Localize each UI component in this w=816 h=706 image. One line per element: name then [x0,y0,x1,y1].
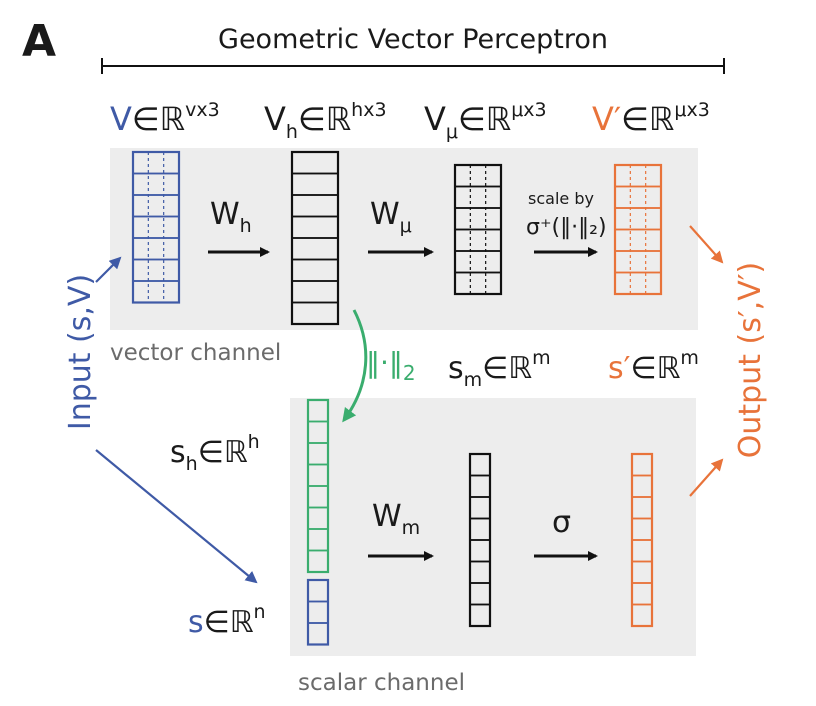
sigma-label: σ [552,505,571,540]
scalar-channel-label: scalar channel [298,670,465,696]
sprime-dim-label: s′∈ℝm [608,347,699,386]
output-label: Output (s′,V′) [733,262,768,458]
sh-column-outline [306,398,330,574]
vector-channel-panel [110,148,698,330]
input-to-scalar-arrow [95,449,258,584]
vh-matrix-outline [290,150,340,326]
v-dim-label: V∈ℝvx3 [110,99,220,138]
scalar-s-column [306,578,330,646]
scalar-channel-panel [290,398,696,656]
vector-vmu-matrix [453,163,503,296]
wmu-label: Wμ [370,197,412,237]
sm-column-outline [468,452,492,628]
vmu-dim-label: Vμ∈ℝμx3 [424,99,547,143]
vector-to-output-arrow [689,225,724,264]
vh-dim-label: Vh∈ℝhx3 [264,99,387,143]
vector-v-matrix [131,150,181,304]
vector-vh-matrix [290,150,340,326]
sprime-column-outline [630,452,654,628]
vector-vprime-matrix [613,163,663,296]
scalar-to-output-arrow [689,458,724,497]
wh-label: Wh [210,197,252,237]
norm-arrow [342,309,368,423]
input-to-vector-arrow [95,256,122,283]
sh-dim-label: sh∈ℝh [170,431,260,475]
scalar-sm-column [468,452,492,628]
input-label: Input (s,V) [63,274,98,430]
scalar-sprime-column [630,452,654,628]
vprime-matrix-outline [613,163,663,296]
s-column-outline [306,578,330,646]
s-dim-label: s∈ℝn [188,601,266,640]
scale-by-label: scale by [528,189,594,208]
diagram-title: Geometric Vector Perceptron [218,24,608,55]
title-bracket [101,58,725,74]
v-matrix-outline [131,150,181,304]
norm-label: ‖·‖2 [366,346,416,385]
wm-label: Wm [372,499,420,539]
panel-letter: A [22,16,56,67]
vprime-dim-label: V′∈ℝμx3 [592,99,710,138]
sm-dim-label: sm∈ℝm [448,347,551,391]
scalar-sh-column [306,398,330,574]
sigma-plus-norm-label: σ⁺(‖·‖₂) [526,215,607,240]
vector-channel-label: vector channel [110,340,281,366]
vmu-matrix-outline [453,163,503,296]
